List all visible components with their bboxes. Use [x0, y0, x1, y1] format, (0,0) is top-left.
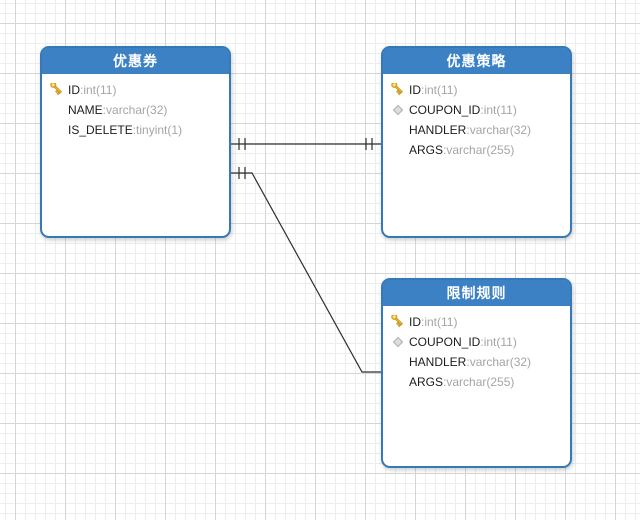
table-coupon-strategy-fields: ID: int(11) COUPON_ID: int(11) HANDLER: …: [383, 74, 570, 164]
field-row[interactable]: ARGS: varchar(255): [390, 140, 564, 160]
table-coupon-fields: ID: int(11) NAME: varchar(32) IS_DELETE:…: [42, 74, 229, 144]
field-icon-spacer: [390, 375, 405, 389]
field-row[interactable]: ID: int(11): [390, 80, 564, 100]
field-separator: :: [132, 123, 137, 137]
field-row[interactable]: IS_DELETE: tinyint(1): [49, 120, 223, 140]
table-restriction-rule[interactable]: 限制规则 ID: int(11): [381, 278, 572, 468]
field-name: HANDLER: [409, 355, 467, 369]
field-separator: :: [80, 83, 84, 97]
relationship-coupon-strategy[interactable]: [231, 138, 381, 150]
table-coupon-strategy-title[interactable]: 优惠策略: [383, 48, 570, 74]
field-icon-spacer: [390, 143, 405, 157]
field-type: int(11): [83, 83, 117, 97]
field-row[interactable]: HANDLER: varchar(32): [390, 120, 564, 140]
field-type: varchar(32): [469, 123, 532, 137]
field-name: ID: [409, 315, 421, 329]
field-separator: :: [443, 143, 447, 157]
field-row[interactable]: COUPON_ID: int(11): [390, 332, 564, 352]
field-row[interactable]: HANDLER: varchar(32): [390, 352, 564, 372]
field-row[interactable]: ID: int(11): [390, 312, 564, 332]
field-type: varchar(32): [469, 355, 532, 369]
field-type: tinyint(1): [136, 123, 183, 137]
field-icon-spacer: [390, 123, 405, 137]
field-name: COUPON_ID: [409, 335, 481, 349]
field-name: ARGS: [409, 143, 444, 157]
primary-key-icon: [390, 83, 405, 97]
table-restriction-rule-title[interactable]: 限制规则: [383, 280, 570, 306]
field-row[interactable]: ARGS: varchar(255): [390, 372, 564, 392]
foreign-key-icon: [390, 103, 405, 117]
relationship-coupon-rule[interactable]: [231, 167, 381, 373]
field-name: HANDLER: [409, 123, 467, 137]
table-restriction-rule-fields: ID: int(11) COUPON_ID: int(11) HANDLER: …: [383, 306, 570, 396]
field-separator: :: [421, 83, 425, 97]
field-type: varchar(255): [446, 143, 515, 157]
primary-key-icon: [49, 83, 64, 97]
foreign-key-icon: [390, 335, 405, 349]
field-separator: :: [480, 335, 484, 349]
field-type: varchar(32): [106, 103, 168, 117]
field-icon-spacer: [49, 103, 64, 117]
field-name: COUPON_ID: [409, 103, 481, 117]
table-coupon-strategy[interactable]: 优惠策略 ID: int(11): [381, 46, 572, 238]
field-type: varchar(255): [446, 375, 515, 389]
field-type: int(11): [483, 103, 517, 117]
field-name: NAME: [68, 103, 103, 117]
field-icon-spacer: [49, 123, 64, 137]
field-name: ID: [409, 83, 421, 97]
field-separator: :: [466, 123, 470, 137]
field-name: IS_DELETE: [68, 123, 133, 137]
field-icon-spacer: [390, 355, 405, 369]
field-separator: :: [421, 315, 425, 329]
field-name: ARGS: [409, 375, 444, 389]
field-separator: :: [480, 103, 484, 117]
table-coupon[interactable]: 优惠券 ID: int(11): [40, 46, 231, 238]
field-separator: :: [102, 103, 107, 117]
table-coupon-title[interactable]: 优惠券: [42, 48, 229, 74]
primary-key-icon: [390, 315, 405, 329]
field-separator: :: [466, 355, 470, 369]
field-row[interactable]: ID: int(11): [49, 80, 223, 100]
field-type: int(11): [483, 335, 517, 349]
field-type: int(11): [424, 315, 458, 329]
field-name: ID: [68, 83, 80, 97]
field-separator: :: [443, 375, 447, 389]
field-row[interactable]: COUPON_ID: int(11): [390, 100, 564, 120]
field-type: int(11): [424, 83, 458, 97]
field-row[interactable]: NAME: varchar(32): [49, 100, 223, 120]
